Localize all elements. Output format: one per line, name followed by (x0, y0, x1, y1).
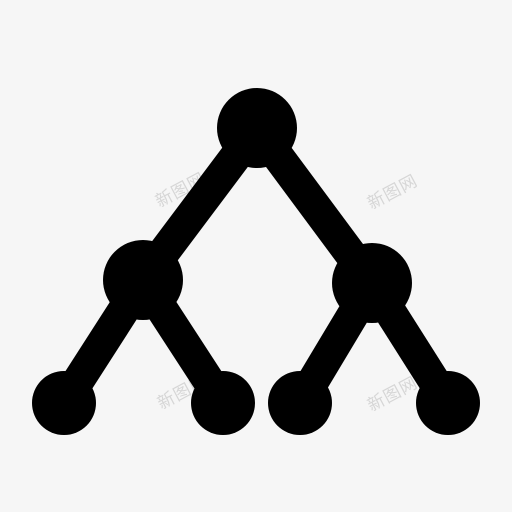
root-node (217, 88, 297, 168)
leaf-node-4 (416, 371, 480, 435)
tree-nodes (32, 88, 480, 435)
leaf-node-1 (32, 371, 96, 435)
leaf-node-3 (268, 371, 332, 435)
right-child-node (332, 243, 412, 323)
left-child-node (103, 240, 183, 320)
leaf-node-2 (191, 371, 255, 435)
